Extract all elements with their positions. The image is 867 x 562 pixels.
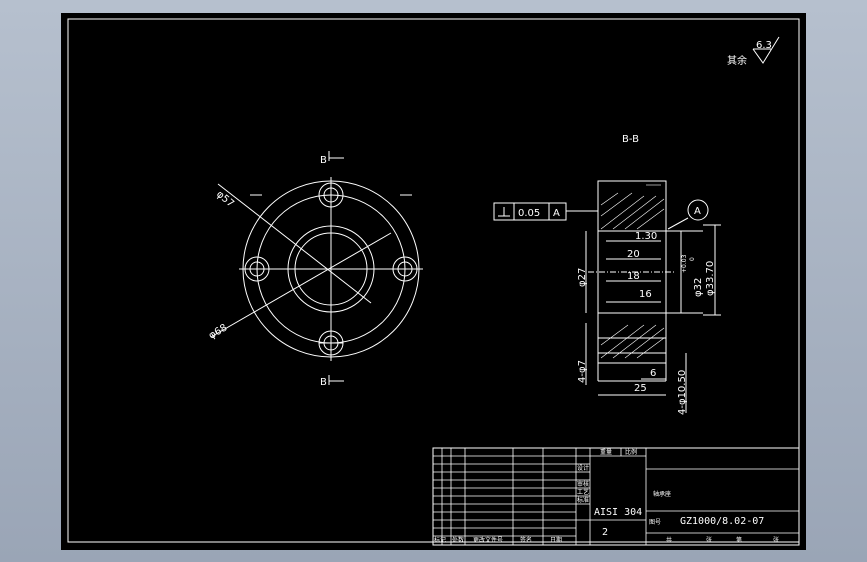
bottom-label-1: 标记	[434, 536, 446, 544]
bottom-right-3: 第	[736, 536, 742, 544]
datum-balloon	[687, 199, 709, 221]
dim-25: 25	[634, 383, 647, 394]
quantity: 2	[602, 527, 608, 538]
tolerance-frame: 0.05 A	[493, 202, 598, 221]
dim-dia68: φ68	[207, 322, 229, 341]
bottom-label-5: 日期	[550, 536, 562, 544]
section-mark-top: B	[320, 155, 327, 166]
drawing-canvas: 其余 6.3 φ57 φ68 B B	[67, 18, 800, 546]
dim-16: 16	[639, 289, 652, 300]
dim-tol-upper: +0.03	[681, 254, 688, 273]
bottom-label-2: 处数	[452, 536, 464, 544]
row-label-3: 工艺	[577, 488, 589, 496]
material: AISI 304	[594, 507, 642, 518]
bottom-right-4: 张	[773, 536, 779, 544]
row-label-4: 标准	[577, 496, 589, 504]
hdr-scale: 比例	[625, 448, 637, 456]
bottom-label-4: 签名	[520, 536, 532, 544]
roughness-label: 其余	[727, 54, 747, 67]
dim-1-30: 1.30	[635, 231, 657, 242]
perpendicularity-icon	[498, 207, 510, 217]
dim-dia57: φ57	[214, 189, 236, 210]
title-block: 重量 比例 设计 审核 工艺 标准 AISI 304 2 轴承座 图号 GZ10…	[432, 447, 800, 546]
section-label: B-B	[622, 134, 639, 145]
tolerance-value: 0.05	[518, 208, 540, 219]
row-label-1: 设计	[577, 464, 589, 472]
drawing-number: GZ1000/8.02-07	[680, 516, 764, 527]
row-label-2: 审核	[577, 480, 589, 488]
roughness-value: 6.3	[756, 40, 772, 51]
dim-dia32: φ32	[693, 278, 704, 297]
bottom-right-2: 张	[706, 536, 712, 544]
roughness-symbol	[752, 36, 780, 64]
dim-holes-dia10-50: 4-φ10.50	[677, 370, 688, 415]
section-view: 1.30 20 18 16 φ27 4-φ7 +0.03 0 φ32 φ33.7…	[577, 180, 721, 415]
section-mark-bottom: B	[320, 377, 327, 388]
hdr-weight: 重量	[600, 448, 612, 456]
datum-callout: A	[694, 206, 701, 217]
bottom-right-1: 共	[666, 536, 672, 544]
drawing-sheet: 其余 6.3 φ57 φ68 B B	[61, 13, 806, 550]
dim-dia33-70: φ33.70	[705, 261, 716, 296]
bottom-label-3: 更改文件号	[473, 536, 503, 544]
dim-20: 20	[627, 249, 640, 260]
dim-tol-lower: 0	[689, 257, 696, 261]
drawing-no-label: 图号	[649, 519, 661, 526]
front-view: φ57 φ68 B B	[207, 151, 423, 388]
part-name: 轴承座	[653, 490, 671, 498]
dim-18: 18	[627, 271, 640, 282]
dim-holes-dia7: 4-φ7	[577, 360, 588, 383]
dim-dia27: φ27	[577, 268, 588, 287]
dim-6: 6	[650, 368, 656, 379]
tolerance-datum: A	[553, 208, 560, 219]
